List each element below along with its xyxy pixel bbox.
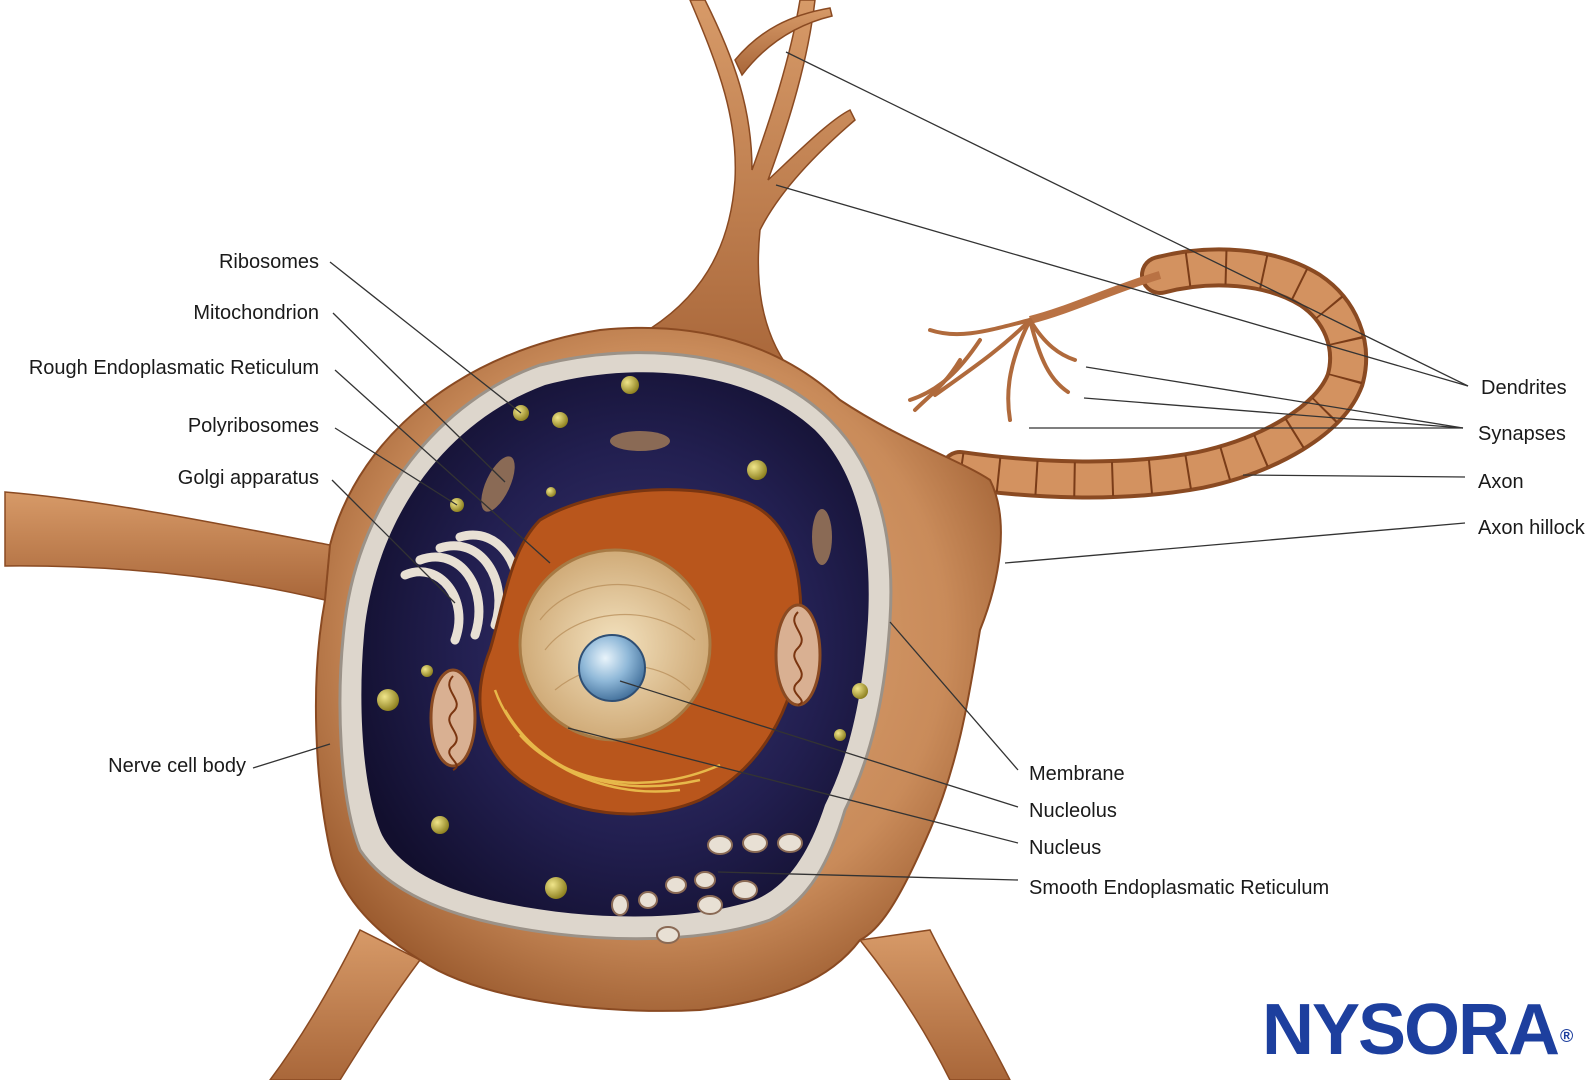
rough-er-folds bbox=[493, 689, 721, 793]
label-smooth-er: Smooth Endoplasmatic Reticulum bbox=[1029, 877, 1330, 899]
registered-mark: ® bbox=[1560, 1026, 1574, 1046]
smooth-endoplasmic-reticulum bbox=[611, 833, 803, 944]
label-mitochondrion: Mitochondrion bbox=[193, 302, 319, 324]
axon bbox=[940, 247, 1369, 500]
label-membrane: Membrane bbox=[1029, 763, 1125, 785]
nucleolus bbox=[578, 634, 646, 702]
mitochondrion bbox=[429, 431, 832, 771]
label-nucleolus: Nucleolus bbox=[1029, 800, 1117, 822]
ribosomes bbox=[377, 376, 868, 899]
label-rough-er: Rough Endoplasmatic Reticulum bbox=[28, 357, 319, 379]
dendrite-top bbox=[637, 0, 856, 372]
leader-lines bbox=[252, 51, 1469, 881]
nysora-logo: NYSORA® bbox=[1262, 990, 1573, 1070]
dendrite-bottom bbox=[268, 928, 1012, 1081]
label-golgi-apparatus: Golgi apparatus bbox=[177, 467, 319, 489]
label-nucleus: Nucleus bbox=[1029, 837, 1102, 859]
label-synapses: Synapses bbox=[1478, 423, 1566, 445]
label-nerve-cell-body: Nerve cell body bbox=[108, 755, 246, 777]
label-axon: Axon bbox=[1478, 471, 1524, 493]
label-dendrites: Dendrites bbox=[1481, 377, 1567, 399]
axon-terminals bbox=[908, 318, 1077, 422]
label-polyribosomes: Polyribosomes bbox=[187, 415, 319, 437]
dendrite-left bbox=[4, 491, 331, 601]
label-axon-hillock: Axon hillock bbox=[1478, 517, 1585, 539]
logo-text: NYSORA bbox=[1262, 990, 1560, 1070]
label-ribosomes: Ribosomes bbox=[218, 251, 319, 273]
